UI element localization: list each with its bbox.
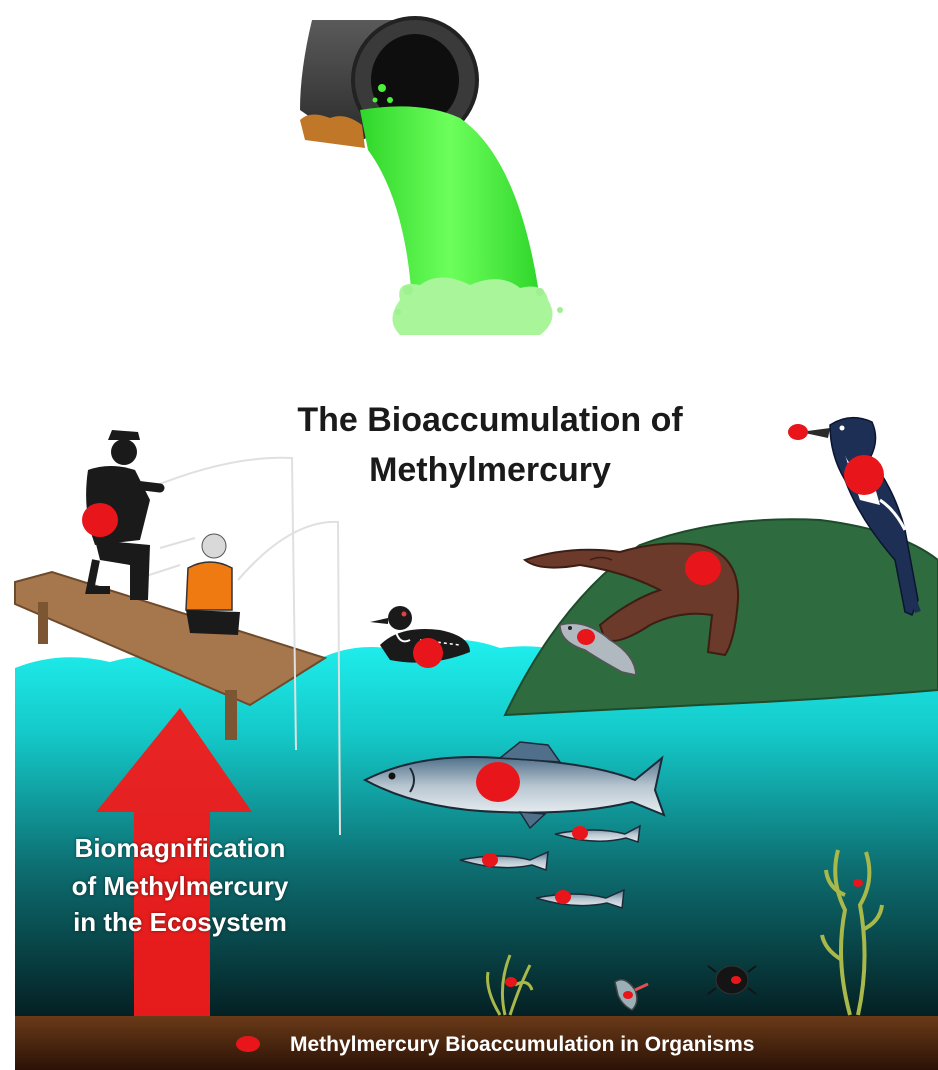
legend-label: Methylmercury Bioaccumulation in Organis… (290, 1032, 754, 1058)
arrow-label-line-1: Biomagnification (30, 830, 330, 866)
legend-mercury-marker (236, 1036, 260, 1052)
mercury-marker-larva (623, 991, 633, 999)
mercury-marker-salmon (476, 762, 520, 802)
mercury-marker-fisherman (82, 503, 118, 537)
fisherman-child (186, 534, 240, 635)
mercury-marker-fish-3 (555, 890, 571, 904)
diagram-title-line-1: The Bioaccumulation of (190, 400, 790, 440)
arrow-label-line-3: in the Ecosystem (30, 904, 330, 940)
effluent-flow (360, 106, 563, 335)
legend: Methylmercury Bioaccumulation in Organis… (0, 1022, 938, 1070)
mercury-marker-loon (413, 638, 443, 668)
mercury-marker-beetle (731, 976, 741, 984)
mercury-marker-bird-head (788, 424, 808, 440)
mercury-marker-bird-body (844, 455, 884, 495)
mercury-marker-seaweed-short (505, 977, 517, 987)
mercury-marker-otter (685, 551, 721, 585)
mercury-marker-fish-2 (482, 853, 498, 867)
diagram-title-line-2: Methylmercury (190, 450, 790, 490)
mercury-marker-seaweed-tall (853, 879, 863, 887)
mercury-marker-fish-1 (572, 826, 588, 840)
mercury-marker-seal (577, 629, 595, 645)
arrow-label-line-2: of Methylmercury (30, 868, 330, 904)
